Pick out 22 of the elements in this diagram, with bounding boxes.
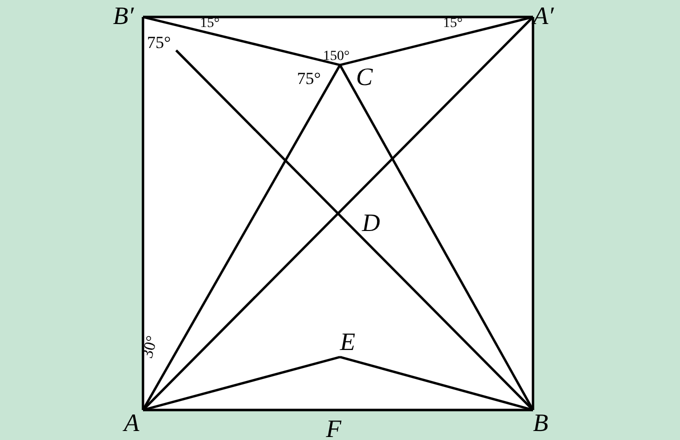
line-segment [340, 16, 534, 66]
point-label: B′ [113, 3, 143, 31]
angle-label: 75° [297, 70, 321, 87]
angle-label: 15° [200, 17, 220, 31]
point-label: B [533, 410, 553, 438]
line-segment [175, 50, 534, 411]
line-segment [340, 356, 534, 412]
point-label: C [356, 64, 376, 92]
angle-label: 15° [443, 17, 463, 31]
point-label: D [362, 210, 380, 238]
angle-label: 75° [147, 34, 171, 51]
line-segment [142, 356, 340, 412]
line-segment [532, 17, 534, 410]
line-segment [142, 17, 144, 410]
line-segment [143, 16, 533, 18]
angle-label: 150° [323, 50, 350, 64]
point-label: A′ [533, 3, 565, 31]
point-label: A [124, 410, 143, 438]
point-label: E [340, 329, 366, 357]
line-segment [142, 16, 340, 66]
line-segment [143, 408, 533, 412]
point-label: F [326, 416, 342, 440]
